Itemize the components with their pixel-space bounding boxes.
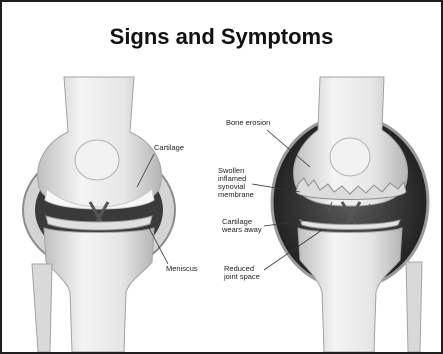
label-swollen-membrane: Swollen inflamed synovial membrane	[218, 167, 254, 199]
arthritic-tibia	[298, 228, 402, 352]
label-reduced-joint-space: Reduced joint space	[224, 265, 260, 281]
healthy-knee	[23, 77, 175, 352]
label-bone-erosion: Bone erosion	[226, 119, 270, 127]
label-cartilage-wears-away: Cartilage wears away	[222, 218, 262, 234]
arthritic-knee	[252, 77, 428, 352]
healthy-fibula	[32, 264, 52, 352]
healthy-tibia	[44, 228, 154, 352]
label-meniscus: Meniscus	[166, 265, 198, 273]
healthy-patella	[75, 140, 119, 180]
label-cartilage: Cartilage	[154, 144, 184, 152]
